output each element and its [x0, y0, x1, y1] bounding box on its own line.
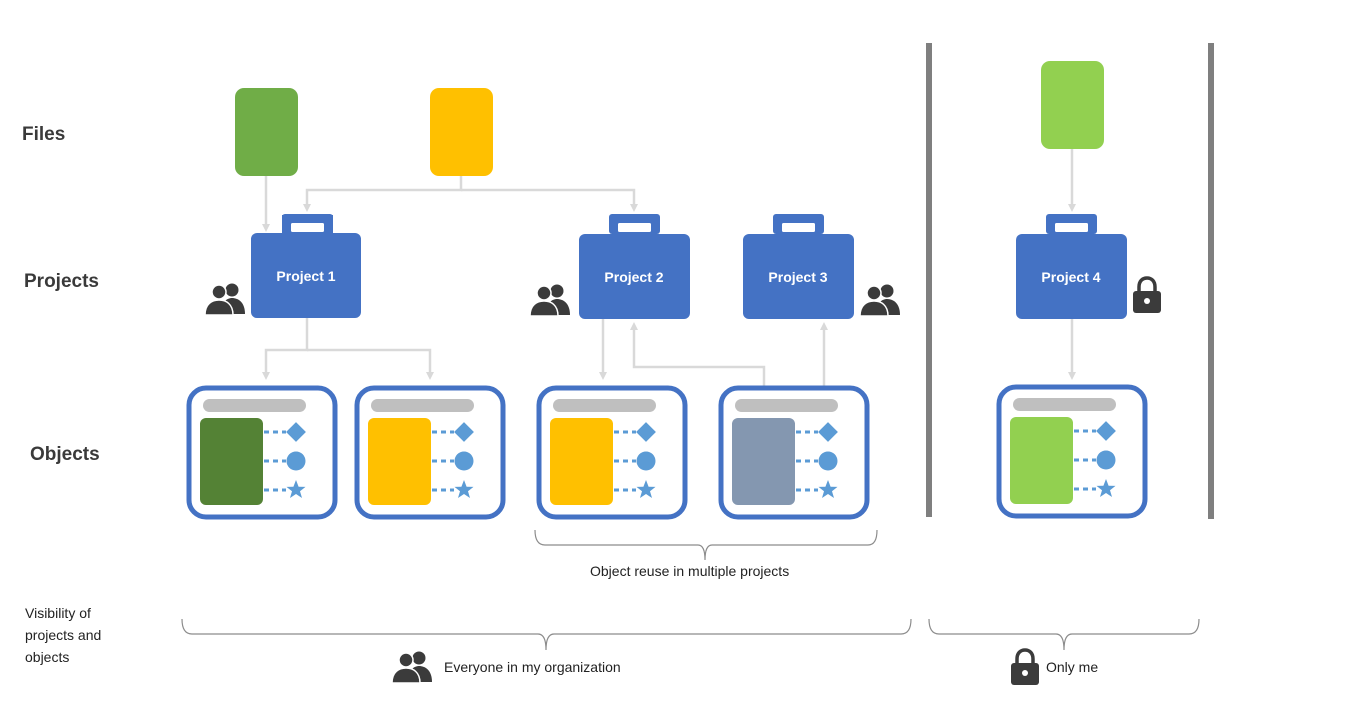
project-3-label: Project 3 [768, 269, 827, 285]
project-4: Project 4 [1016, 214, 1127, 319]
object-card-2 [354, 385, 506, 520]
note-reuse: Object reuse in multiple projects [590, 563, 790, 579]
brace-only-me [928, 618, 1200, 651]
project-2: Project 2 [579, 214, 690, 319]
brace-everyone [181, 618, 912, 651]
project-1: Project 1 [251, 214, 361, 318]
group-icon [204, 283, 245, 316]
row-label-projects: Projects [24, 271, 99, 292]
project-3: Project 3 [743, 214, 854, 319]
connector-object-to-project-2-and-3 [630, 322, 828, 387]
project-4-label: Project 4 [1041, 269, 1100, 285]
group-icon [859, 284, 900, 317]
brace-reuse [534, 529, 878, 561]
note-only-me: Only me [1046, 659, 1099, 675]
connector-project-1-to-objects [262, 318, 434, 380]
divider-left [926, 43, 932, 517]
note-everyone: Everyone in my organization [444, 659, 621, 675]
connector-yellow-file-to-projects [303, 175, 638, 212]
divider-right [1208, 43, 1214, 519]
file-light-green [1041, 61, 1104, 149]
object-card-4 [718, 385, 870, 520]
file-yellow [430, 88, 493, 176]
object-card-3 [536, 385, 688, 520]
project-2-label: Project 2 [604, 269, 663, 285]
visibility-label: Visibility of projects and objects [25, 605, 102, 665]
lock-icon [1011, 648, 1039, 685]
group-icon [529, 284, 570, 317]
file-green [235, 88, 298, 176]
lock-icon [1133, 276, 1161, 313]
group-icon [391, 651, 432, 684]
row-label-files: Files [22, 124, 66, 145]
object-card-1 [186, 385, 338, 520]
row-label-objects: Objects [30, 444, 100, 465]
project-1-label: Project 1 [276, 268, 335, 284]
object-card-5 [996, 384, 1148, 519]
